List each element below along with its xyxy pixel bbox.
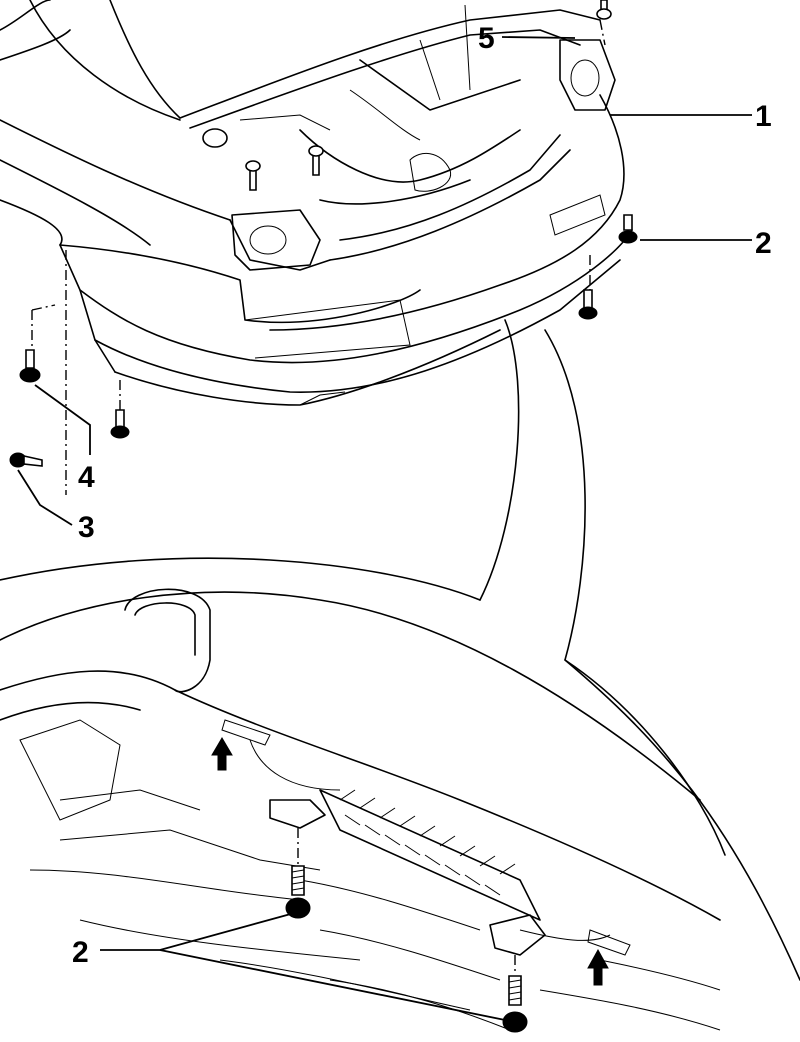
screw-right-lower bbox=[578, 289, 598, 320]
callout-4: 4 bbox=[78, 461, 95, 494]
screw-4 bbox=[19, 349, 41, 383]
screw-top-right bbox=[596, 0, 612, 20]
screw-left-lower bbox=[110, 409, 130, 439]
detail-zoom-curve bbox=[0, 319, 800, 981]
callout-2-top: 2 bbox=[755, 227, 772, 260]
underbody-detail bbox=[0, 588, 721, 1031]
callout-1: 1 bbox=[755, 100, 772, 133]
car-rear-body bbox=[0, 0, 616, 271]
leader-lines-top bbox=[17, 36, 752, 526]
leader-lines-bottom bbox=[100, 911, 506, 1021]
callout-5: 5 bbox=[478, 22, 495, 55]
callout-2-bottom: 2 bbox=[72, 936, 89, 969]
rear-bumper bbox=[59, 94, 633, 406]
screw-bottom-1 bbox=[285, 828, 311, 919]
screw-3 bbox=[9, 452, 43, 468]
arrow-up-right bbox=[587, 948, 609, 986]
screw-top-left-1 bbox=[245, 160, 261, 191]
callout-3: 3 bbox=[78, 511, 95, 544]
screw-bottom-2 bbox=[502, 955, 528, 1033]
screw-top-left-2 bbox=[308, 145, 324, 176]
screw-right-2 bbox=[618, 214, 638, 244]
arrow-up-left bbox=[211, 737, 233, 771]
